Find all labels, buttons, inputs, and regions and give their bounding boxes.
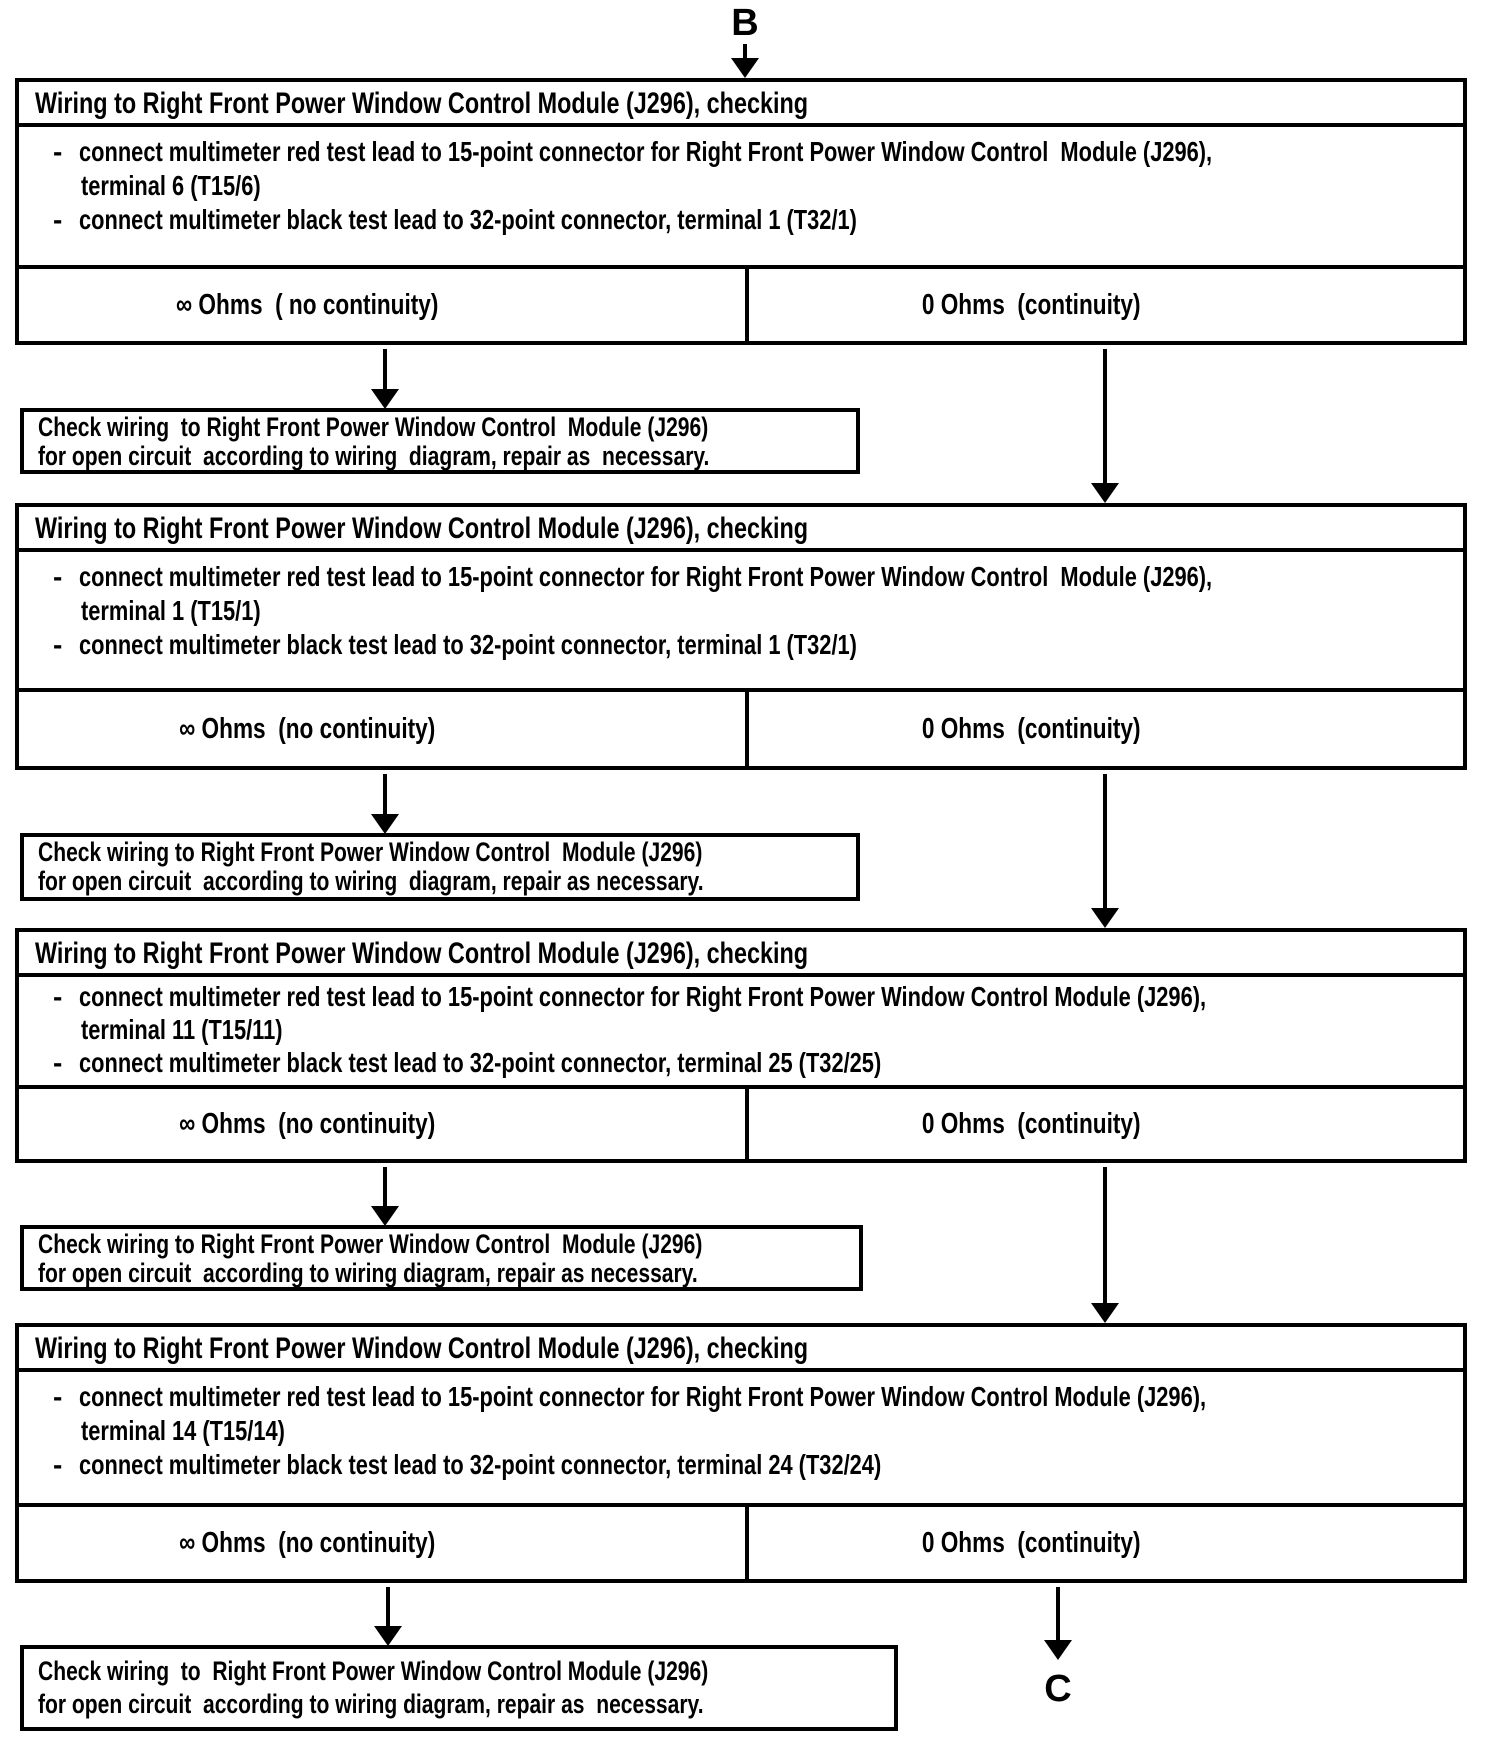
instruction-line: terminal 11 (T15/11) [81,1014,283,1045]
block-1-results: ∞ Ohms ( no continuity) 0 Ohms (continui… [19,265,1463,341]
action-box-3: Check wiring to Right Front Power Window… [20,1225,863,1291]
action-text: for open circuit according to wiring dia… [38,441,710,471]
block-1-title: Wiring to Right Front Power Window Contr… [19,82,1463,127]
block-4-results: ∞ Ohms (no continuity) 0 Ohms (continuit… [19,1503,1463,1579]
arrow-no-continuity-2 [383,774,387,819]
arrow-no-continuity-4 [386,1587,390,1631]
connector-b-label: B [731,2,759,44]
block-3-title: Wiring to Right Front Power Window Contr… [19,932,1463,977]
arrow-no-continuity-2 [371,814,399,834]
block-4-title: Wiring to Right Front Power Window Contr… [19,1327,1463,1372]
result-no-continuity-2: ∞ Ohms (no continuity) [19,692,749,766]
decision-block-3: Wiring to Right Front Power Window Contr… [15,928,1467,1163]
bullet-dash: - [53,1047,63,1078]
arrow-continuity-4 [1044,1640,1072,1660]
block-1-instructions: -connect multimeter red test lead to 15-… [19,127,1463,265]
decision-block-4: Wiring to Right Front Power Window Contr… [15,1323,1467,1583]
entry-arrow [731,58,759,78]
connector-c-label: C [1044,1668,1072,1710]
action-text: Check wiring to Right Front Power Window… [38,837,703,867]
arrow-continuity-3 [1103,1167,1107,1305]
action-box-2: Check wiring to Right Front Power Window… [20,833,860,901]
action-text: Check wiring to Right Front Power Window… [38,1229,703,1259]
block-3-instructions: -connect multimeter red test lead to 15-… [19,977,1463,1085]
action-box-1: Check wiring to Right Front Power Window… [20,408,860,474]
bullet-dash: - [53,981,63,1012]
arrow-continuity-2 [1103,774,1107,910]
decision-block-2: Wiring to Right Front Power Window Contr… [15,503,1467,770]
block-3-results: ∞ Ohms (no continuity) 0 Ohms (continuit… [19,1085,1463,1159]
action-text: for open circuit according to wiring dia… [38,866,704,896]
arrow-no-continuity-3 [371,1206,399,1226]
action-text: Check wiring to Right Front Power Window… [38,412,709,442]
bullet-dash: - [53,629,63,660]
bullet-dash: - [53,1449,63,1480]
arrow-continuity-4 [1056,1587,1060,1642]
arrow-continuity-1 [1103,349,1107,485]
result-continuity-4: 0 Ohms (continuity) [921,1526,1141,1559]
action-text: for open circuit according to wiring dia… [38,1689,704,1719]
instruction-line: terminal 6 (T15/6) [81,170,261,201]
arrow-no-continuity-1 [383,349,387,394]
arrow-no-continuity-3 [383,1167,387,1211]
bullet-dash: - [53,136,63,167]
instruction-line: terminal 14 (T15/14) [81,1415,285,1446]
action-text: Check wiring to Right Front Power Window… [38,1656,709,1686]
bullet-dash: - [53,561,63,592]
result-no-continuity-3: ∞ Ohms (no continuity) [19,1089,749,1159]
bullet-dash: - [53,1381,63,1412]
entry-arrow [743,44,747,60]
result-no-continuity-1: ∞ Ohms ( no continuity) [19,269,749,341]
arrow-no-continuity-4 [374,1626,402,1646]
instruction-line: -connect multimeter black test lead to 3… [53,1047,882,1078]
instruction-line: terminal 1 (T15/1) [81,595,261,626]
arrow-continuity-2 [1091,908,1119,928]
arrow-continuity-1 [1091,483,1119,503]
bullet-dash: - [53,204,63,235]
instruction-line: -connect multimeter black test lead to 3… [53,204,857,235]
block-2-title: Wiring to Right Front Power Window Contr… [19,507,1463,552]
action-box-4: Check wiring to Right Front Power Window… [20,1645,898,1731]
instruction-line: -connect multimeter red test lead to 15-… [53,981,1207,1012]
block-2-results: ∞ Ohms (no continuity) 0 Ohms (continuit… [19,688,1463,766]
decision-block-1: Wiring to Right Front Power Window Contr… [15,78,1467,345]
action-text: for open circuit according to wiring dia… [38,1258,698,1288]
result-continuity-2: 0 Ohms (continuity) [921,712,1141,745]
block-2-instructions: -connect multimeter red test lead to 15-… [19,552,1463,688]
arrow-no-continuity-1 [371,389,399,409]
instruction-line: -connect multimeter black test lead to 3… [53,629,857,660]
instruction-line: -connect multimeter red test lead to 15-… [53,561,1213,592]
block-4-instructions: -connect multimeter red test lead to 15-… [19,1372,1463,1503]
arrow-continuity-3 [1091,1303,1119,1323]
result-continuity-3: 0 Ohms (continuity) [921,1107,1141,1140]
result-continuity-1: 0 Ohms (continuity) [921,288,1141,321]
instruction-line: -connect multimeter red test lead to 15-… [53,136,1213,167]
instruction-line: -connect multimeter red test lead to 15-… [53,1381,1207,1412]
result-no-continuity-4: ∞ Ohms (no continuity) [19,1507,749,1579]
instruction-line: -connect multimeter black test lead to 3… [53,1449,882,1480]
